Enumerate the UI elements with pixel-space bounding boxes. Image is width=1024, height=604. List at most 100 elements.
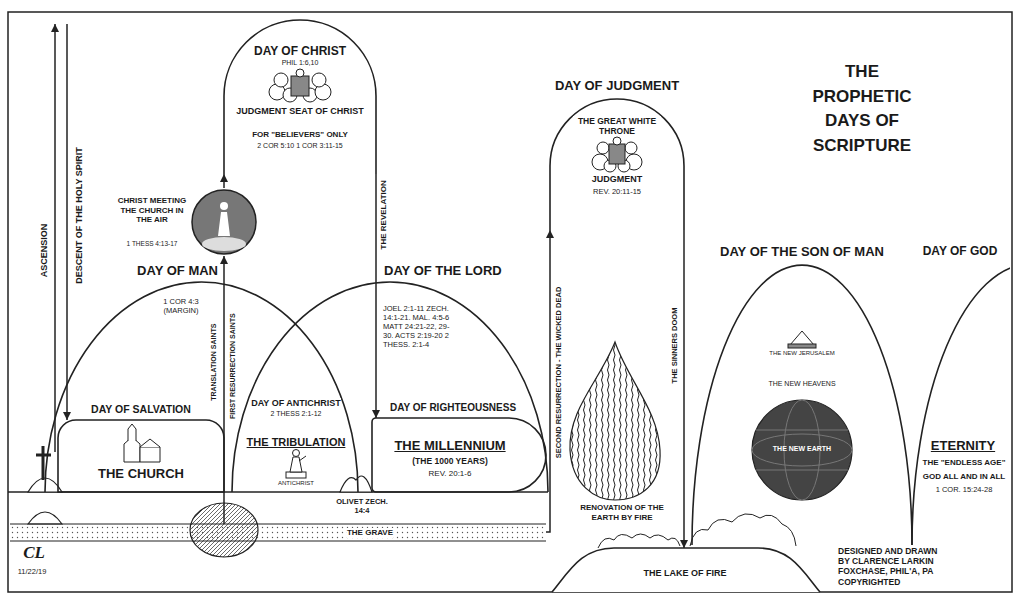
node-text: 2 COR 5:10 1 COR 3:11-15 xyxy=(257,142,342,150)
grave-band-outline xyxy=(10,524,546,541)
connector-label: TRANSLATION SAINTS xyxy=(211,323,219,400)
day-arc-outline xyxy=(752,434,852,466)
node-text: THE NEW EARTH xyxy=(773,445,831,453)
meeting-circle-outline xyxy=(202,237,246,251)
node-text: GOD ALL AND IN ALL xyxy=(923,472,1006,482)
day-arc-outline xyxy=(692,265,912,545)
connector-label: THE REVELATION xyxy=(379,180,389,249)
node-text: REV. 20:11-15 xyxy=(593,187,641,196)
lake-smoke xyxy=(690,514,796,546)
node-text: 2 THESS 2:1-12 xyxy=(271,410,322,418)
day-arch-outline xyxy=(312,73,326,87)
note-label: RENOVATION OF THE EARTH BY FIRE xyxy=(566,503,678,522)
tribulation-region-outline xyxy=(290,457,302,472)
church-box-outline xyxy=(140,439,160,447)
connector-label: THE SINNERS DOOM xyxy=(671,307,680,383)
node-text: (THE 1000 YEARS) xyxy=(412,456,487,466)
day-arc-outline xyxy=(790,331,814,345)
day-arc-outline xyxy=(45,282,358,492)
day-arc-outline xyxy=(752,331,852,500)
lake-mound: THE LAKE OF FIRE xyxy=(552,540,820,592)
day-arc: DAY OF THE LORD JOEL 2:1-11 ZECH. 14:1-21… xyxy=(232,263,548,492)
node-text: DAY OF ANTICHRIST xyxy=(251,398,341,409)
day-arch-outline xyxy=(597,142,609,154)
day-arch: DAY OF CHRISTPHIL 1:6,10JUDGMENT SEAT OF… xyxy=(216,18,384,174)
grave-band: THE GRAVE xyxy=(10,524,546,541)
node-text: 1 COR. 15:24-28 xyxy=(936,485,993,494)
day-arch-outline xyxy=(613,137,621,145)
node-text: 1 THESS 4:13-17 xyxy=(127,240,178,248)
millennium-box-outline xyxy=(372,418,546,492)
node-text: DAY OF THE SON OF MAN xyxy=(720,244,884,260)
node-text: THE NEW HEAVENS xyxy=(768,380,835,388)
meeting-circle: CHRIST MEETING THE CHURCH IN THE AIR1 TH… xyxy=(116,188,258,256)
day-arch: DAY OF JUDGMENT THE GREAT WHITE THRONE JUD… xyxy=(540,76,694,230)
grave-band-outline xyxy=(10,524,546,541)
tomb-mound xyxy=(28,512,62,524)
node-text: THE NEW JERUSALEM xyxy=(769,350,834,357)
node-text: ETERNITY xyxy=(931,438,995,454)
connector-label: SECOND RESURRECTION - THE WICKED DEAD xyxy=(555,286,564,458)
millennium-box: DAY OF RIGHTEOUSNESS THE MILLENNIUM (THE 1… xyxy=(372,400,546,492)
day-arc: DAY OF MAN1 COR 4:3 (MARGIN)DAY OF SALVA… xyxy=(45,262,358,492)
meeting-circle-outline xyxy=(220,202,228,210)
node-text: REV. 20:1-6 xyxy=(429,469,472,479)
grave-band-outline xyxy=(10,524,546,541)
meeting-circle-outline xyxy=(218,212,230,236)
day-arch-outline xyxy=(540,76,694,230)
tribulation-region-outline xyxy=(299,456,306,461)
lake-smoke xyxy=(598,534,680,548)
day-arc-outline xyxy=(752,400,852,500)
node-text: THE LAKE OF FIRE xyxy=(644,568,727,579)
day-arch-outline xyxy=(274,73,288,87)
tribulation-region-outline xyxy=(286,450,306,479)
node-text: THE GRAVE xyxy=(347,528,393,538)
day-arch-outline xyxy=(216,18,384,174)
day-arc-outline xyxy=(788,344,816,348)
meeting-circle-outline xyxy=(192,190,256,254)
day-arc-outline xyxy=(752,400,852,500)
node-text: JOEL 2:1-11 ZECH. 14:1-21. MAL. 4:5-6 MA… xyxy=(383,304,459,349)
node-text: PHIL 1:6,10 xyxy=(282,59,319,67)
node-text: THE "ENDLESS AGE" xyxy=(923,458,1006,468)
node-text: ANTICHRIST xyxy=(278,480,314,487)
church-box: DAY OF SALVATIONTHE CHURCH xyxy=(58,400,224,492)
node-text: DAY OF MAN xyxy=(137,263,218,279)
note-label: DESIGNED AND DRAWN BY CLARENCE LARKIN FO… xyxy=(838,546,944,587)
tribulation-region: DAY OF ANTICHRIST2 THESS 2:1-12THE TRIBU… xyxy=(238,396,354,492)
diagram-title: THE PROPHETIC DAYS OF SCRIPTURE xyxy=(812,60,911,159)
node-text: THE TRIBULATION xyxy=(247,436,346,449)
node-text: JUDGMENT xyxy=(592,174,643,185)
node-text: JUDGMENT SEAT OF CHRIST xyxy=(236,106,363,117)
day-arc-outline xyxy=(906,244,1010,545)
node-text: THE MILLENNIUM xyxy=(394,438,505,454)
day-arch-outline xyxy=(224,20,376,174)
connector-line xyxy=(375,174,377,418)
grave-band-outline xyxy=(10,524,546,541)
note-label: CL xyxy=(23,543,45,563)
tribulation-region-outline xyxy=(293,450,300,457)
renovation-flame xyxy=(570,342,660,500)
node-text: THE GREAT WHITE THRONE xyxy=(573,116,661,136)
renovation-flame xyxy=(570,342,660,500)
node-text: THE CHURCH xyxy=(98,466,184,482)
day-arch-outline xyxy=(291,76,309,96)
node-text: DAY OF THE LORD xyxy=(384,263,502,279)
node-text: DAY OF RIGHTEOUSNESS xyxy=(390,402,516,414)
ascension-line xyxy=(54,24,56,452)
day-arc-outline xyxy=(232,263,548,492)
day-arc-outline xyxy=(756,430,848,470)
day-arch-outline xyxy=(550,99,684,230)
day-arc-outline xyxy=(912,264,1010,545)
note-label: FIRST RESURRECTION SAINTS xyxy=(229,313,237,419)
connector-line xyxy=(683,230,685,548)
day-arc-outline xyxy=(232,282,548,492)
node-text: DAY OF CHRIST xyxy=(254,44,346,58)
church-box-outline xyxy=(140,447,160,462)
node-text: FOR "BELIEVERS" ONLY xyxy=(252,130,348,140)
node-text: DAY OF JUDGMENT xyxy=(555,78,679,94)
olivet-mound xyxy=(340,476,372,492)
day-arch-outline xyxy=(269,69,331,102)
meeting-circle-outline xyxy=(192,190,256,254)
